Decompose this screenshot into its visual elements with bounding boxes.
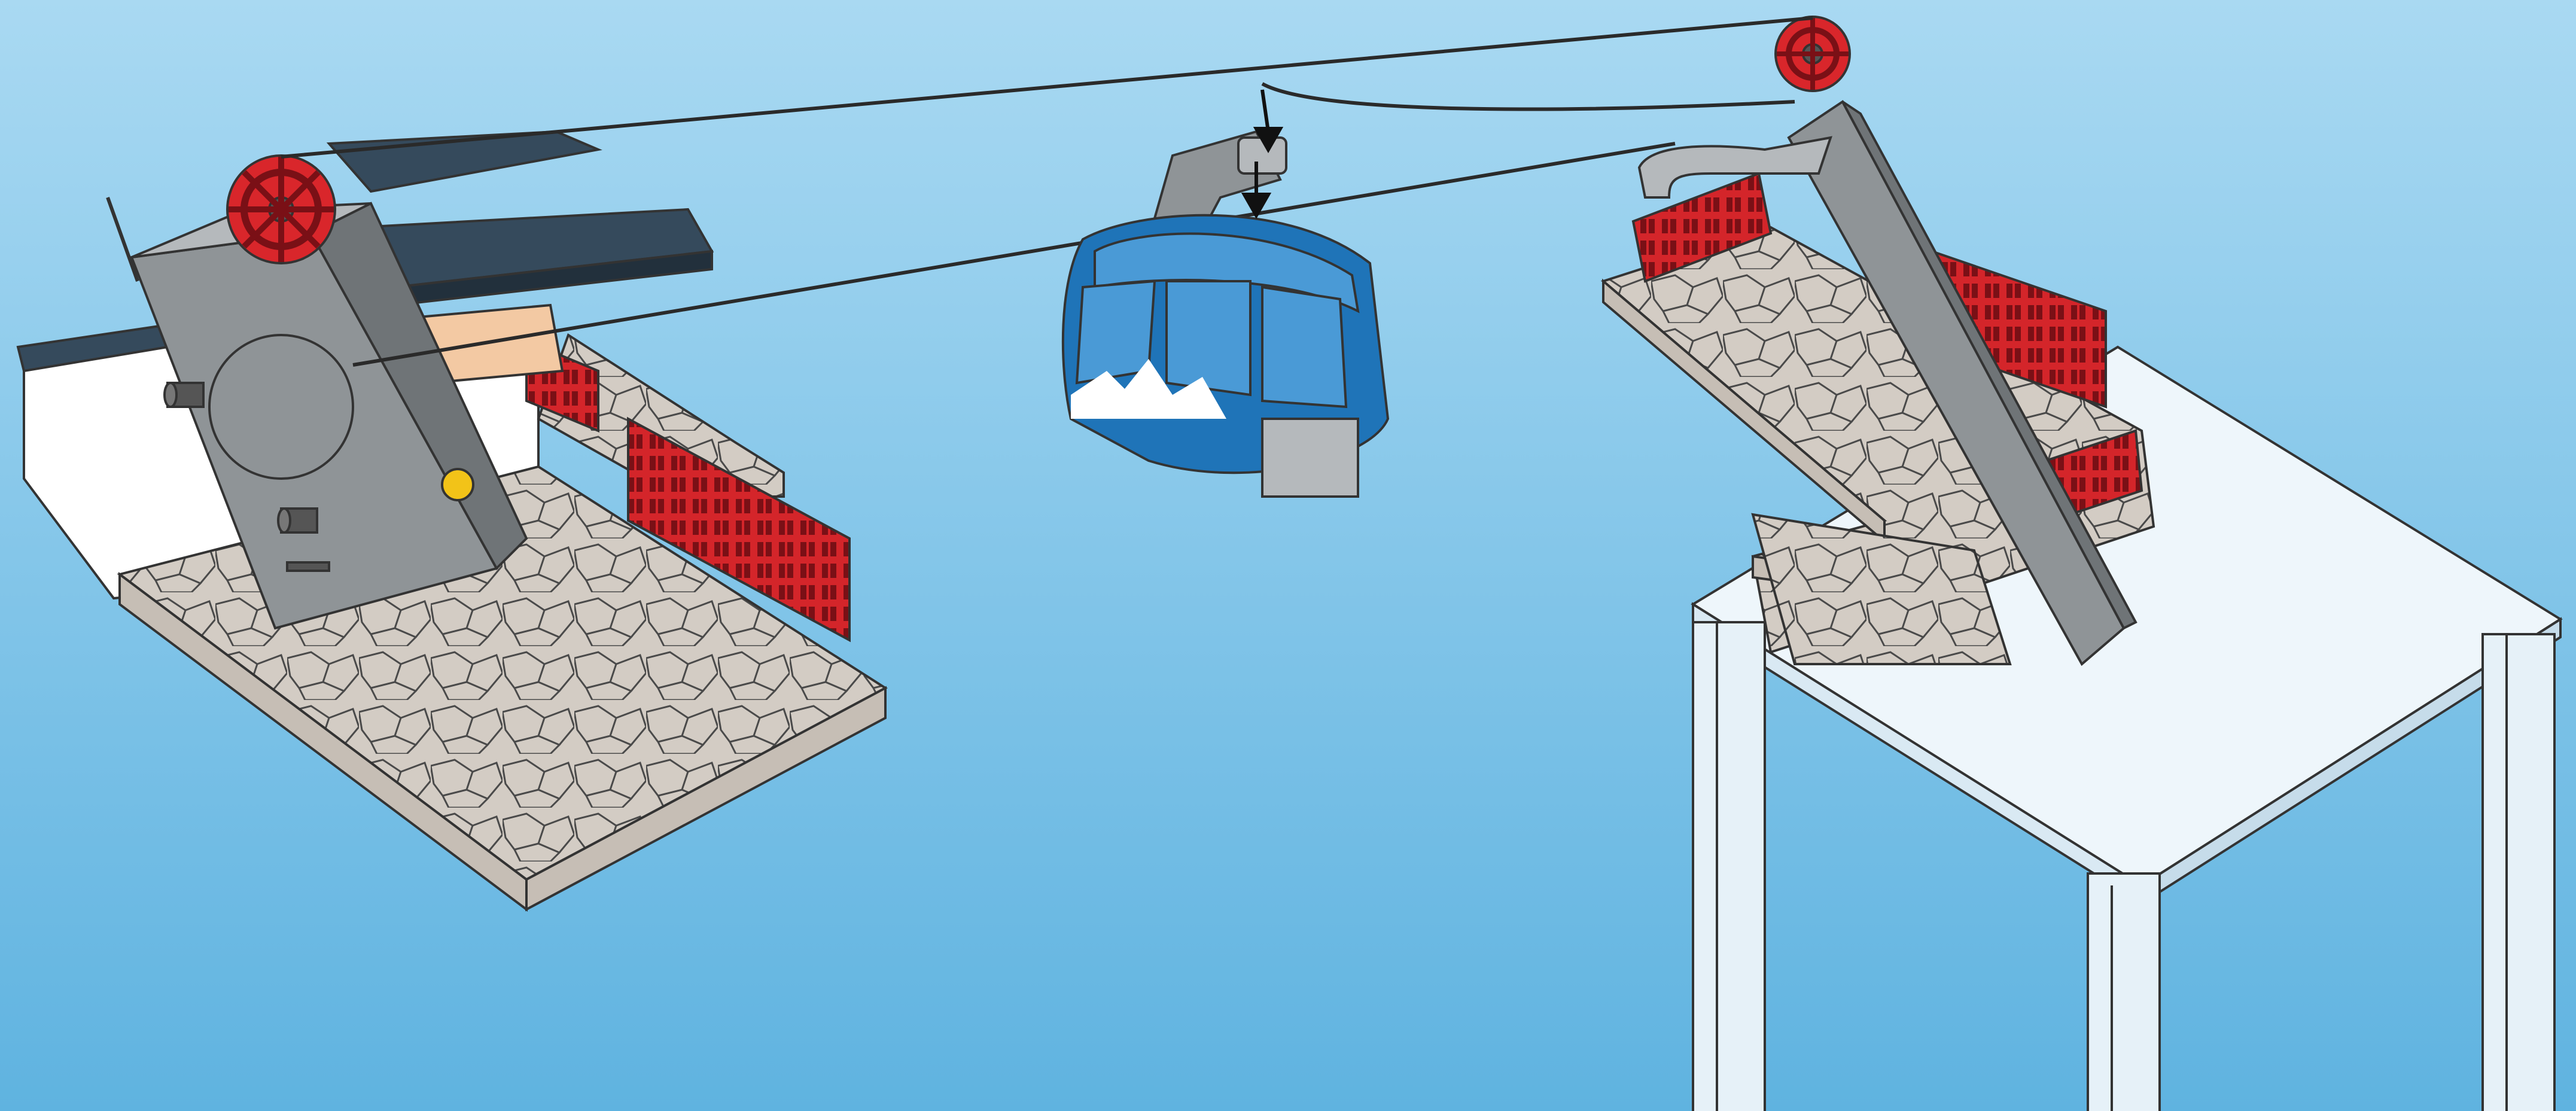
- motor-axle-left: [165, 383, 203, 407]
- table-leg-front-right: [2088, 873, 2160, 1111]
- left-pulley-wheel: [227, 156, 335, 263]
- motor-axle-lower: [278, 509, 317, 532]
- motor-disc: [209, 335, 353, 479]
- gondola-window-2: [1167, 281, 1250, 395]
- gondola-window-3: [1262, 287, 1346, 407]
- table-leg-back-right: [2483, 634, 2554, 1111]
- table-leg-front-left: [1693, 622, 1765, 1111]
- gondola-door-latch: [1262, 419, 1358, 497]
- yellow-knob: [442, 469, 473, 500]
- right-pulley-wheel: [1776, 17, 1850, 91]
